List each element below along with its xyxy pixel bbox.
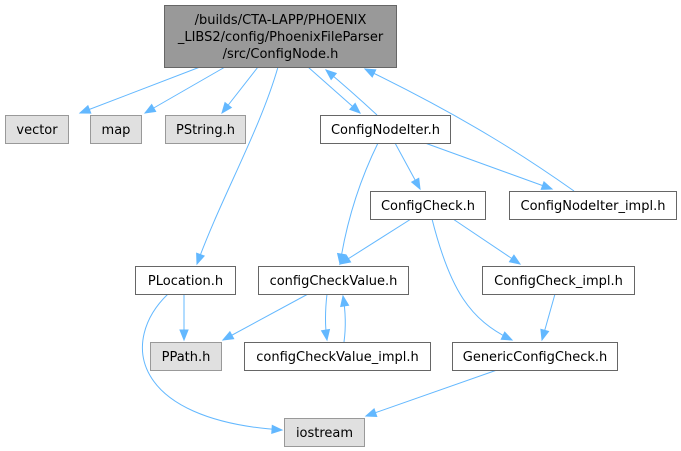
edge-line (431, 218, 513, 341)
arrowhead-icon (271, 424, 284, 435)
arrowhead-icon (221, 101, 233, 115)
edge-configcheckvalue_impl-to-configcheckvalue (340, 294, 350, 343)
edge-plocation-to-ppath (179, 294, 189, 342)
edge-root-to-vector (78, 66, 201, 114)
node-box (5, 115, 69, 144)
arrowhead-icon (500, 331, 514, 341)
edge-root-to-map (143, 66, 226, 114)
node-label: vector (16, 123, 58, 138)
arrowhead-icon (179, 329, 189, 342)
edge-line (79, 66, 201, 114)
node-plocation[interactable]: PLocation.h (135, 266, 236, 295)
node-configcheckvalue_impl[interactable]: configCheckValue_impl.h (244, 342, 431, 371)
edge-line (339, 142, 379, 265)
edge-confignodeiter-to-confignodeiter_impl (424, 142, 554, 190)
node-label: ConfigNodeIter_impl.h (521, 199, 666, 214)
arrowhead-icon (143, 103, 157, 114)
node-box (150, 342, 222, 371)
node-label: configCheckValue_impl.h (256, 350, 418, 365)
edge-confignodeiter-to-configcheck (394, 142, 421, 191)
node-confignodeiter[interactable]: ConfigNodeIter.h (320, 115, 451, 144)
edge-configcheckvalue-to-ppath (221, 293, 309, 341)
edge-configcheckvalue-to-configcheckvalue_impl (320, 293, 331, 342)
arrowhead-icon (364, 408, 378, 417)
node-label: ConfigCheck.h (381, 199, 475, 214)
edge-line (365, 369, 498, 417)
node-label: PLocation.h (148, 274, 223, 289)
node-box (135, 266, 236, 295)
edges-layer (78, 66, 575, 435)
edge-line (307, 66, 361, 114)
node-box (164, 5, 397, 68)
arrowhead-icon (508, 254, 522, 265)
edge-configcheck-to-genericconfigcheck (431, 218, 514, 341)
arrowhead-icon (324, 69, 338, 81)
node-configcheck_impl[interactable]: ConfigCheck_impl.h (482, 266, 635, 295)
node-root[interactable]: /builds/CTA-LAPP/PHOENIX _LIBS2/config/Ph… (164, 5, 397, 68)
arrowhead-icon (221, 330, 235, 341)
edge-line (452, 218, 521, 265)
node-label: GenericConfigCheck.h (463, 350, 608, 365)
node-label: map (102, 123, 131, 138)
edge-configcheck_impl-to-genericconfigcheck (540, 293, 556, 342)
nodes-layer: /builds/CTA-LAPP/PHOENIX _LIBS2/config/Ph… (5, 5, 677, 447)
node-map: map (90, 115, 142, 144)
edge-line (141, 293, 283, 431)
node-label: iostream (296, 426, 353, 441)
edge-line (222, 293, 309, 341)
node-box (244, 342, 431, 371)
arrowhead-icon (363, 68, 377, 78)
node-box (258, 266, 409, 295)
node-label: PPath.h (162, 350, 211, 365)
edge-line (364, 68, 575, 192)
node-label: /builds/CTA-LAPP/PHOENIX (195, 13, 367, 28)
node-label: /src/ConfigNode.h (223, 47, 339, 62)
edge-plocation-to-iostream (141, 293, 284, 435)
node-box (509, 191, 677, 220)
node-ppath: PPath.h (150, 342, 222, 371)
arrowhead-icon (320, 328, 331, 342)
node-label: _LIBS2/config/PhoenixFileParser (177, 30, 384, 45)
node-configcheckvalue[interactable]: configCheckValue.h (258, 266, 409, 295)
edge-line (339, 218, 412, 265)
node-vector: vector (5, 115, 69, 144)
arrowhead-icon (340, 294, 350, 308)
node-label: ConfigNodeIter.h (331, 123, 440, 138)
edge-confignodeiter_impl-to-root (363, 68, 575, 192)
edge-configcheck-to-configcheckvalue (338, 218, 412, 265)
node-label: configCheckValue.h (270, 274, 398, 289)
edge-root-to-plocation (196, 66, 279, 266)
arrowhead-icon (540, 328, 550, 342)
node-box (284, 418, 365, 447)
arrowhead-icon (410, 177, 421, 191)
node-label: PString.h (176, 123, 235, 138)
edge-line (424, 142, 553, 190)
node-box (370, 191, 486, 220)
arrowhead-icon (196, 252, 206, 266)
edge-confignodeiter-to-configcheckvalue (336, 142, 379, 266)
node-genericconfigcheck[interactable]: GenericConfigCheck.h (452, 342, 618, 371)
node-label: ConfigCheck_impl.h (494, 274, 623, 289)
edge-root-to-pstring (221, 66, 259, 115)
node-configcheck[interactable]: ConfigCheck.h (370, 191, 486, 220)
edge-root-to-confignodeiter (307, 66, 362, 114)
node-iostream: iostream (284, 418, 365, 447)
edge-configcheck-to-configcheck_impl (452, 218, 522, 265)
arrowhead-icon (540, 180, 554, 190)
node-box (165, 115, 246, 144)
node-box (452, 342, 618, 371)
node-confignodeiter_impl[interactable]: ConfigNodeIter_impl.h (509, 191, 677, 220)
node-box (482, 266, 635, 295)
edge-line (196, 66, 279, 265)
node-box (320, 115, 451, 144)
edge-genericconfigcheck-to-iostream (364, 369, 498, 417)
edge-confignodeiter-to-root (324, 69, 378, 116)
arrowhead-icon (78, 104, 92, 114)
node-box (90, 115, 142, 144)
arrowhead-icon (338, 254, 352, 265)
arrowhead-icon (348, 102, 362, 114)
edge-line (144, 66, 226, 114)
node-pstring: PString.h (165, 115, 246, 144)
